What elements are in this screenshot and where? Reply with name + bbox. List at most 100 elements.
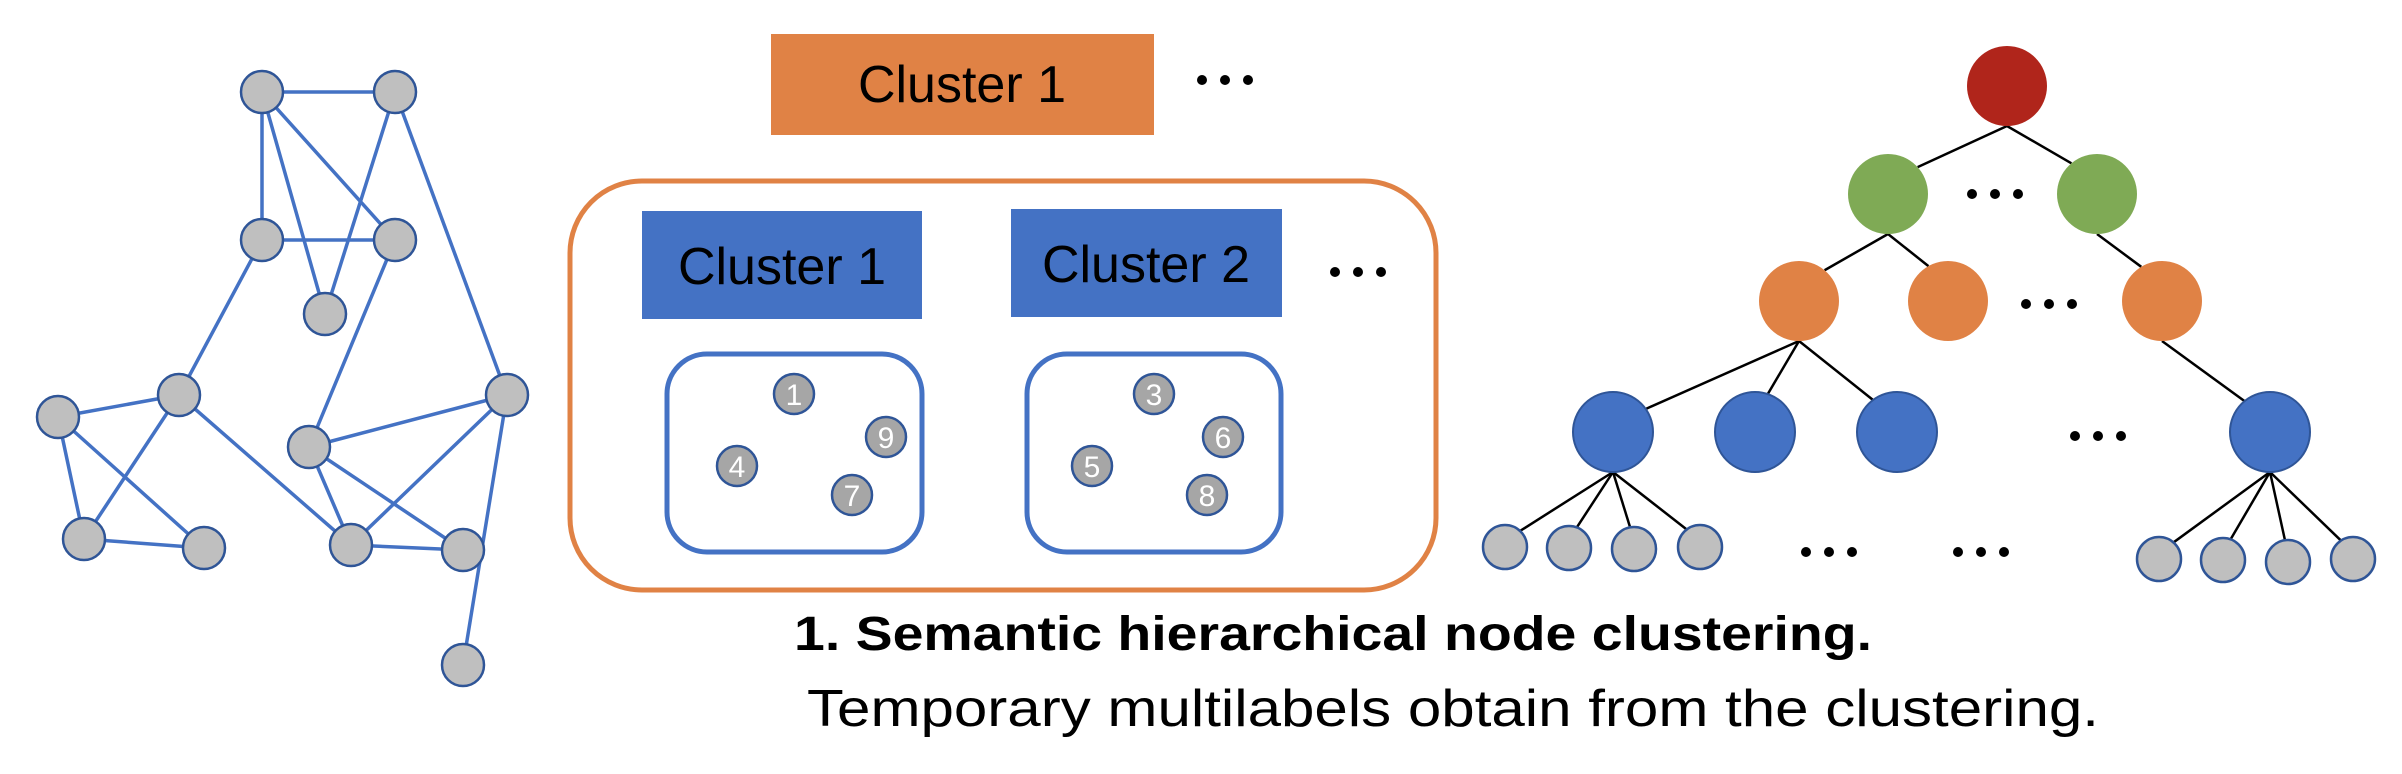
sub-cluster-1-members xyxy=(664,351,925,555)
ellipsis-dot xyxy=(1220,75,1230,85)
ellipsis-dot xyxy=(1976,547,1986,557)
member-node-label: 4 xyxy=(729,451,746,484)
ellipsis-dot xyxy=(1967,189,1977,199)
ellipsis-dot xyxy=(2067,299,2077,309)
tree-level1-node xyxy=(2057,154,2137,234)
ellipsis-dot xyxy=(1990,189,2000,199)
ellipsis-dot xyxy=(2070,431,2080,441)
sub-cluster-1-label: Cluster 1 xyxy=(678,238,886,296)
tree-leaf-node xyxy=(1610,525,1658,573)
caption-subtitle: Temporary multilabels obtain from the cl… xyxy=(807,680,2099,738)
tree-level1-node xyxy=(1848,154,1928,234)
tree-edge xyxy=(1766,340,1801,395)
ellipsis-dot xyxy=(1824,547,1834,557)
member-node xyxy=(830,473,874,517)
ellipsis-dot xyxy=(2021,299,2031,309)
graph-node xyxy=(61,516,107,562)
member-node-label: 9 xyxy=(878,422,895,455)
ellipsis-dot xyxy=(1243,75,1253,85)
caption-title: 1. Semantic hierarchical node clustering… xyxy=(794,608,1872,661)
tree-leaf-node xyxy=(2135,535,2183,583)
tree-level3-node xyxy=(1714,391,1796,473)
graph-edge xyxy=(461,394,509,666)
ellipsis-dot xyxy=(1953,547,1963,557)
tree-edge xyxy=(1798,340,1874,401)
graph-edge xyxy=(56,415,206,550)
member-node-label: 6 xyxy=(1215,422,1232,455)
ellipsis-dot xyxy=(1999,547,2009,557)
member-node xyxy=(772,372,816,416)
member-node-label: 8 xyxy=(1199,480,1216,513)
graph-edge xyxy=(82,394,181,540)
ellipsis-dot xyxy=(1801,547,1811,557)
sub-cluster-2-box xyxy=(1011,209,1282,317)
member-node-label: 1 xyxy=(786,379,803,412)
member-node-label: 3 xyxy=(1146,379,1163,412)
top-cluster-label: Cluster 1 xyxy=(858,56,1066,114)
ellipsis-dot xyxy=(2093,431,2103,441)
sub-cluster-2-members xyxy=(1024,351,1284,555)
graph-node xyxy=(286,424,332,470)
ellipsis-dot xyxy=(1330,267,1340,277)
graph-node xyxy=(302,291,348,337)
tree-level2-node xyxy=(1759,261,1839,341)
graph-edge xyxy=(323,91,397,315)
graph-node xyxy=(372,217,418,263)
tree-edge xyxy=(2268,471,2287,541)
graph-node xyxy=(440,642,486,688)
graph-edge xyxy=(393,91,509,396)
graph-node xyxy=(440,527,486,573)
sub-cluster-1-box xyxy=(642,211,922,319)
tree-edge xyxy=(1823,232,1889,272)
ellipsis-dot xyxy=(1847,547,1857,557)
tree-edge xyxy=(2006,124,2073,165)
graph-edge xyxy=(177,239,264,396)
member-node xyxy=(1132,372,1176,416)
graph-edge xyxy=(349,393,509,547)
graph-edge xyxy=(260,90,397,242)
graph-node xyxy=(181,525,227,571)
tree-edge xyxy=(2096,232,2142,268)
member-node xyxy=(1185,473,1229,517)
tree-leaf-node xyxy=(2264,538,2312,586)
graph-edge xyxy=(177,393,353,547)
graph-edge xyxy=(308,393,508,449)
member-node-label: 7 xyxy=(844,480,861,513)
tree-level3-node xyxy=(1572,391,1654,473)
ellipsis-dot xyxy=(1197,75,1207,85)
tree-leaf-node xyxy=(1676,523,1724,571)
tree-leaf-node xyxy=(1545,524,1593,572)
member-node-label: 5 xyxy=(1084,451,1101,484)
hierarchy-tree xyxy=(1481,46,2377,586)
graph-node xyxy=(484,372,530,418)
tree-edge xyxy=(1612,471,1688,531)
tree-level2-node xyxy=(1908,261,1988,341)
graph-edge xyxy=(260,91,327,315)
tree-leaf-node xyxy=(1481,523,1529,571)
graph-node xyxy=(239,217,285,263)
graph-node xyxy=(239,69,285,115)
cluster-container xyxy=(567,178,1439,593)
tree-edge xyxy=(2161,339,2246,403)
tree-edge xyxy=(2229,471,2272,540)
graph-node xyxy=(35,394,81,440)
tree-edge xyxy=(1611,471,1632,528)
tree-edge xyxy=(1645,339,1800,411)
graph-node xyxy=(372,69,418,115)
top-cluster-box xyxy=(771,34,1154,135)
tree-leaf-node xyxy=(2199,536,2247,584)
tree-edge xyxy=(1917,124,2008,169)
tree-edge xyxy=(2172,470,2271,544)
tree-edge xyxy=(1519,470,1614,533)
tree-leaf-node xyxy=(2329,535,2377,583)
graph-edge xyxy=(308,445,464,552)
graph-node xyxy=(328,522,374,568)
ellipsis-dot xyxy=(2044,299,2054,309)
ellipsis-dot xyxy=(1353,267,1363,277)
tree-level3-node xyxy=(1856,391,1938,473)
ellipsis-dot xyxy=(1376,267,1386,277)
ellipsis-dot xyxy=(2116,431,2126,441)
tree-edge xyxy=(1575,471,1615,529)
tree-edge xyxy=(1887,233,1930,268)
